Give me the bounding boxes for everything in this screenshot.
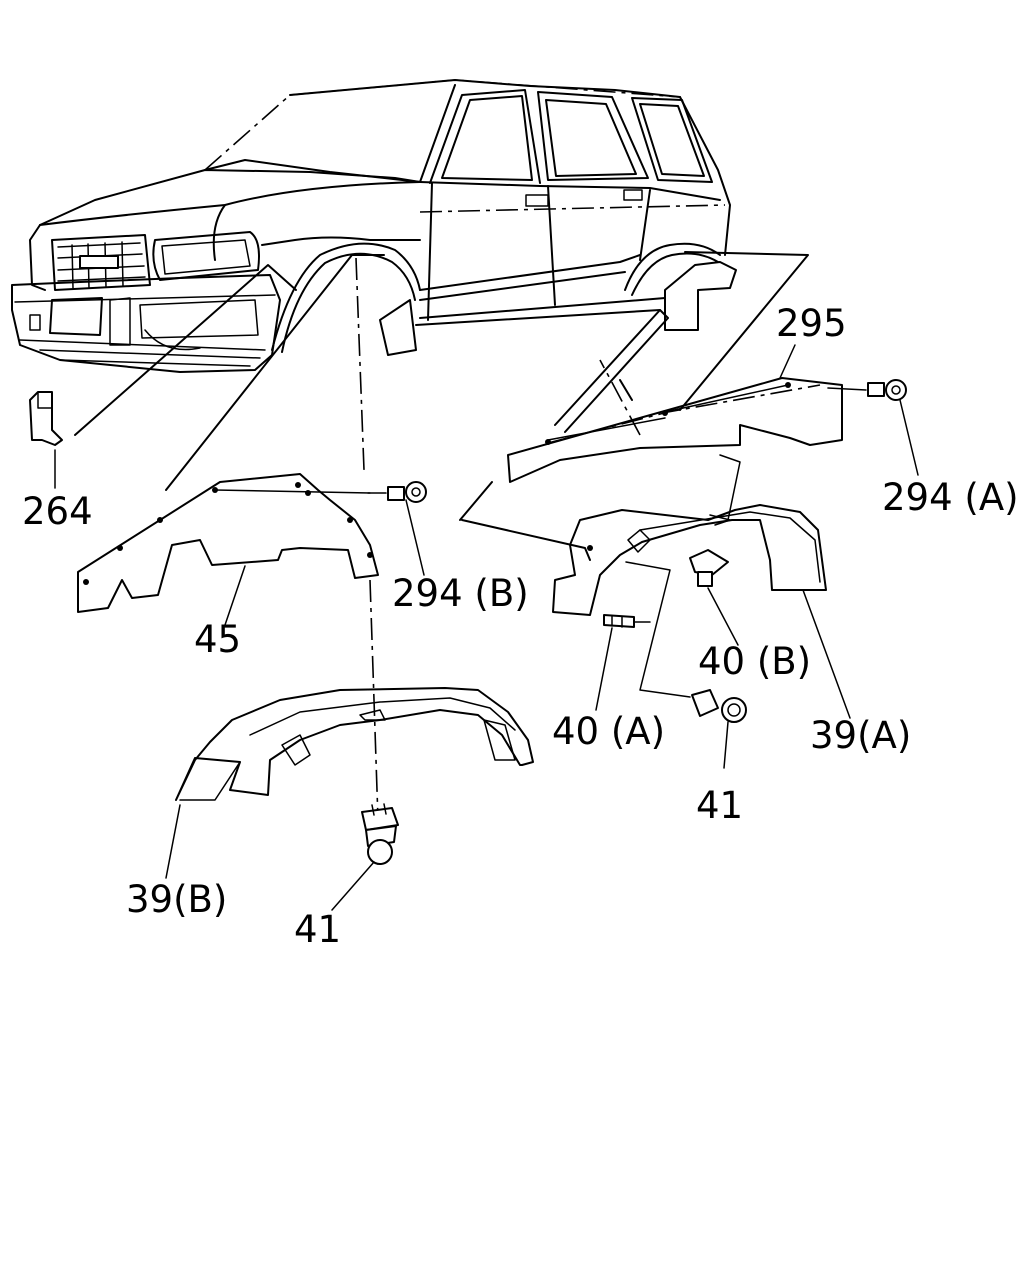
- callout-295: 295: [776, 302, 847, 345]
- centerline-lower: [369, 579, 379, 821]
- fender-liner-39a: [461, 454, 851, 769]
- callout-264: 264: [22, 490, 93, 533]
- callout-45: 45: [194, 618, 241, 661]
- fender-liner-39b: [165, 687, 534, 879]
- bracket-264: [29, 264, 297, 489]
- suv-body-illustration: [11, 79, 737, 436]
- callout-40a: 40 (A): [552, 710, 665, 753]
- callout-39a: 39(A): [810, 714, 911, 757]
- centerline-upper: [355, 257, 365, 471]
- liner-45: [77, 254, 385, 626]
- callout-294a: 294 (A): [882, 476, 1019, 519]
- callout-41-right: 41: [696, 784, 743, 827]
- callout-41-left: 41: [294, 908, 341, 951]
- callout-294b: 294 (B): [392, 572, 529, 615]
- fastener-41-left: [331, 803, 399, 911]
- callout-39b: 39(B): [126, 878, 227, 921]
- callout-40b: 40 (B): [698, 640, 811, 683]
- clip-294b: [367, 481, 427, 576]
- liner-295: [459, 251, 843, 521]
- clip-294a: [827, 379, 919, 476]
